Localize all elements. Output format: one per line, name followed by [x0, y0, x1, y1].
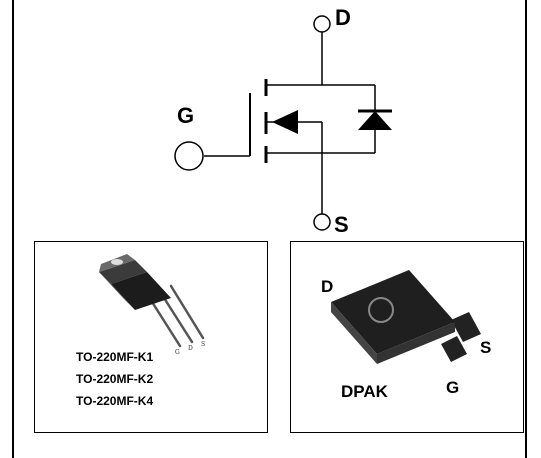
to220-lead-s: S: [201, 341, 206, 348]
to220-package-box: G D S TO-220MF-K1 TO-220MF-K2 TO-220MF-K…: [34, 241, 268, 433]
dpak-drain-label: D: [321, 277, 334, 296]
drain-pin-label: D: [335, 5, 351, 30]
model-to220mf-k2: TO-220MF-K2: [76, 372, 154, 386]
to220-package-image: [99, 254, 205, 348]
gate-terminal: [174, 141, 204, 171]
model-to220mf-k4: TO-220MF-K4: [76, 394, 154, 408]
dpak-package-box: D S G DPAK: [290, 241, 524, 433]
to220-lead-d: D: [188, 345, 193, 352]
body-arrow-icon: [272, 110, 298, 134]
source-pin-label: S: [334, 212, 349, 237]
dpak-gate-label: G: [446, 378, 460, 397]
dpak-source-label: S: [480, 338, 492, 357]
dpak-package-name: DPAK: [341, 382, 388, 401]
outer-frame: [12, 0, 527, 458]
gate-pin-label: G: [177, 103, 195, 128]
diode-triangle-icon: [358, 111, 392, 130]
model-to220mf-k1: TO-220MF-K1: [76, 350, 154, 364]
drain-terminal: [313, 15, 331, 33]
to220-lead-g: G: [175, 349, 180, 356]
dpak-package-image: [331, 270, 481, 364]
source-terminal: [313, 213, 331, 231]
